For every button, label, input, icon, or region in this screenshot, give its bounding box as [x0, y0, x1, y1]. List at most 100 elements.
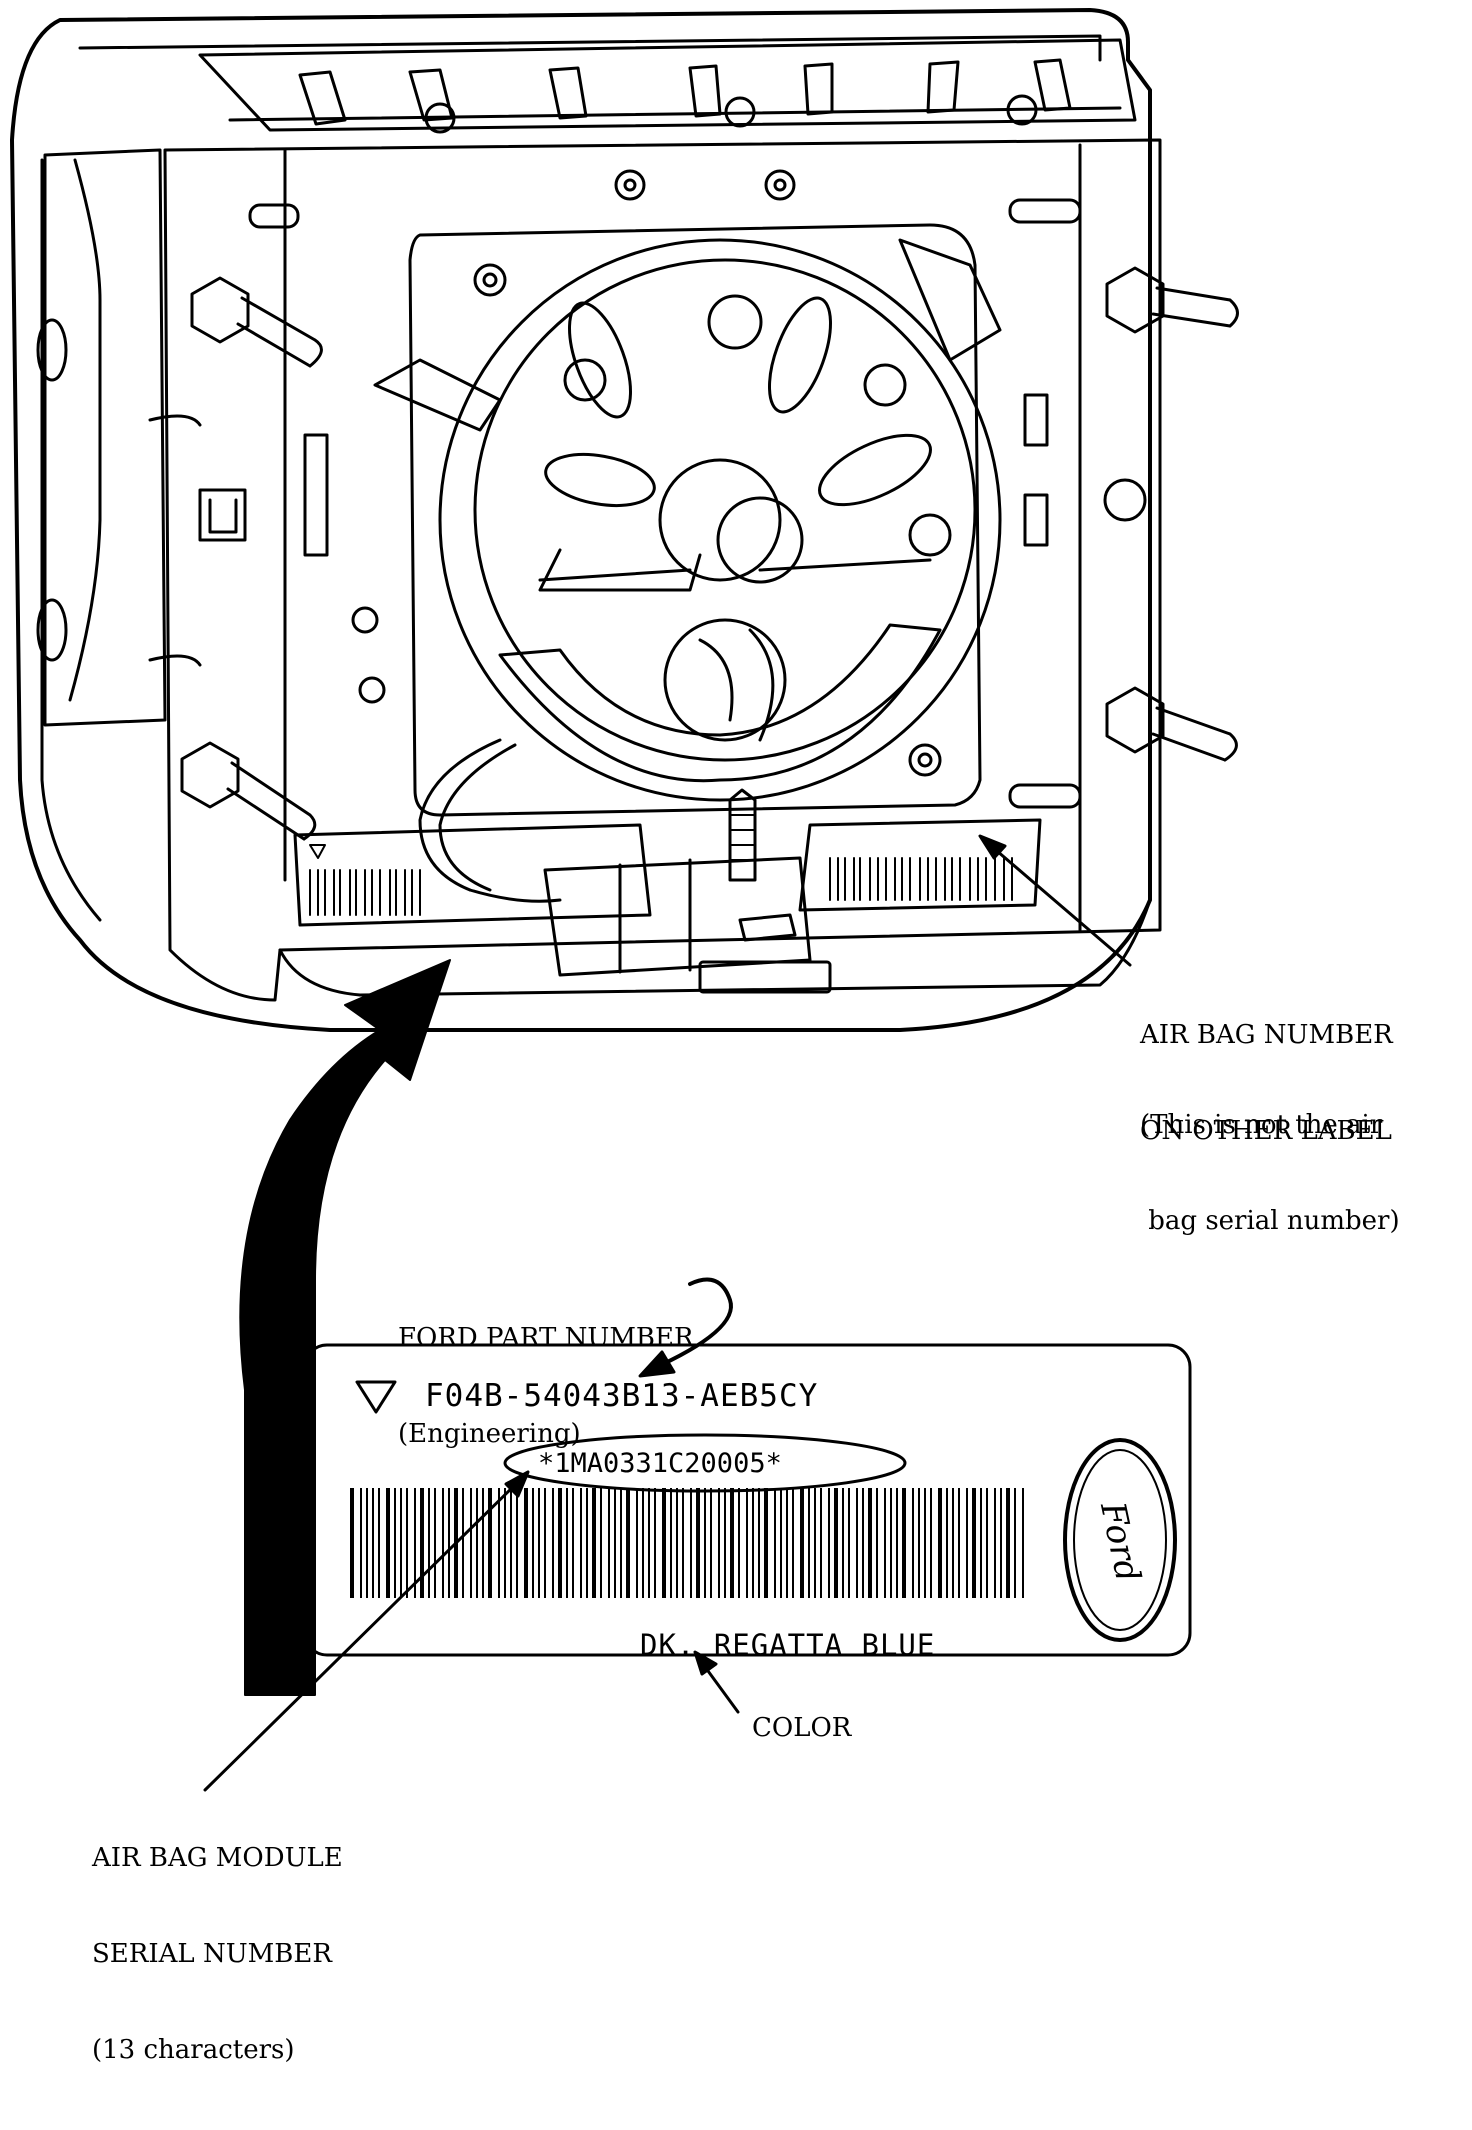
barcode-bar [966, 1488, 968, 1598]
barcode-bar [800, 1488, 804, 1598]
barcode-bar [752, 1488, 754, 1598]
barcode-bar [662, 1488, 666, 1598]
barcode-bar [462, 1488, 464, 1598]
barcode-bar [434, 1488, 436, 1598]
barcode-bar [366, 1488, 368, 1598]
barcode-bar [814, 1488, 816, 1598]
barcode-bar [918, 1488, 920, 1598]
barcode-bar [428, 1488, 430, 1598]
barcode-bar [510, 1488, 512, 1598]
label-serial-number: *1MA0331C20005* [538, 1448, 782, 1479]
airbag-module-illustration [10, 8, 1239, 1792]
barcode-bar [572, 1488, 574, 1598]
barcode-bar [608, 1488, 610, 1598]
callout-line: (Engineering) [398, 1419, 581, 1449]
barcode-bar [504, 1488, 506, 1598]
leader-other-label [988, 843, 1132, 967]
barcode-bar [938, 1488, 942, 1598]
barcode-bar [912, 1488, 914, 1598]
barcode-bar [636, 1488, 638, 1598]
barcode-bar [1014, 1488, 1016, 1598]
barcode-bar [532, 1488, 534, 1598]
callout-line: AIR BAG NUMBER [1140, 1020, 1393, 1050]
clock-spring [373, 238, 1002, 802]
ford-oval-logo [1063, 1438, 1177, 1642]
barcode-bar [350, 1488, 354, 1598]
barcode-bar [414, 1488, 416, 1598]
callout-line: bag serial number) [1140, 1206, 1400, 1236]
enlarged-label [303, 1343, 1192, 1657]
barcode-bar [890, 1488, 892, 1598]
barcode-bar [764, 1488, 768, 1598]
barcode-bar [476, 1488, 478, 1598]
barcode-bar [710, 1488, 712, 1598]
barcode-bar [930, 1488, 932, 1598]
barcode-bar [642, 1488, 644, 1598]
barcode-bar [682, 1488, 684, 1598]
barcode-bar [406, 1488, 408, 1598]
barcode-bar [558, 1488, 562, 1598]
barcode-bar [696, 1488, 700, 1598]
barcode-bar [386, 1488, 390, 1598]
barcode-bar [676, 1488, 678, 1598]
barcode-bar [862, 1488, 864, 1598]
barcode-bar [470, 1488, 472, 1598]
barcode-bar [454, 1488, 458, 1598]
barcode-bar [498, 1488, 500, 1598]
barcode-bar [896, 1488, 898, 1598]
callout-line: SERIAL NUMBER [92, 1939, 332, 1969]
barcode-bar [828, 1488, 830, 1598]
callout-not-serial-note: (This is not the air bag serial number) [1140, 1045, 1400, 1301]
label-triangle-mark [355, 1380, 397, 1414]
callout-line: FORD PART NUMBER [398, 1323, 694, 1353]
barcode-bar [586, 1488, 588, 1598]
label-outline [303, 1343, 1192, 1657]
barcode-bar [538, 1488, 540, 1598]
callout-module-serial-number: AIR BAG MODULE SERIAL NUMBER (13 charact… [92, 1778, 343, 2130]
barcode-bar [868, 1488, 872, 1598]
barcode-bar [360, 1488, 362, 1598]
callout-ford-part-number: FORD PART NUMBER (Engineering) [398, 1258, 694, 1514]
barcode-bar [516, 1488, 518, 1598]
barcode-bar [420, 1488, 424, 1598]
barcode-bar [958, 1488, 960, 1598]
barcode-bar [856, 1488, 858, 1598]
callout-line: ON OTHER LABEL [1140, 1116, 1392, 1146]
callout-line: AIR BAG MODULE [92, 1843, 343, 1873]
barcode-bar [566, 1488, 568, 1598]
barcode-bar [1022, 1488, 1024, 1598]
barcode-bar [730, 1488, 734, 1598]
barcode-bar [482, 1488, 484, 1598]
barcode-bar [448, 1488, 450, 1598]
barcode-bar [1006, 1488, 1010, 1598]
barcode-bar [758, 1488, 760, 1598]
barcode-bar [544, 1488, 546, 1598]
barcode-bar [994, 1488, 996, 1598]
barcode-bar [774, 1488, 776, 1598]
barcode-bar [780, 1488, 782, 1598]
mounting-bolts [180, 266, 1239, 841]
barcode-bar [842, 1488, 844, 1598]
barcode-bar [738, 1488, 740, 1598]
barcode-bar [724, 1488, 726, 1598]
barcode-bar [580, 1488, 582, 1598]
callout-color: COLOR [752, 1713, 852, 1743]
barcode-bar [614, 1488, 616, 1598]
barcode-bar [648, 1488, 650, 1598]
barcode-bar [952, 1488, 954, 1598]
barcode-bar [626, 1488, 630, 1598]
callout-line: (13 characters) [92, 2035, 295, 2065]
barcode-bar [620, 1488, 622, 1598]
callout-line: (This is not the air [1140, 1110, 1383, 1140]
barcode-bar [902, 1488, 906, 1598]
barcode-bar [378, 1488, 380, 1598]
barcode-bar [690, 1488, 692, 1598]
barcode-bar [884, 1488, 886, 1598]
barcode-bar [924, 1488, 926, 1598]
barcode-bar [980, 1488, 982, 1598]
barcode-bar [792, 1488, 794, 1598]
leader-part-number [648, 1277, 733, 1372]
barcode-bar [848, 1488, 850, 1598]
barcode-bar [372, 1488, 374, 1598]
barcode-bar [808, 1488, 810, 1598]
